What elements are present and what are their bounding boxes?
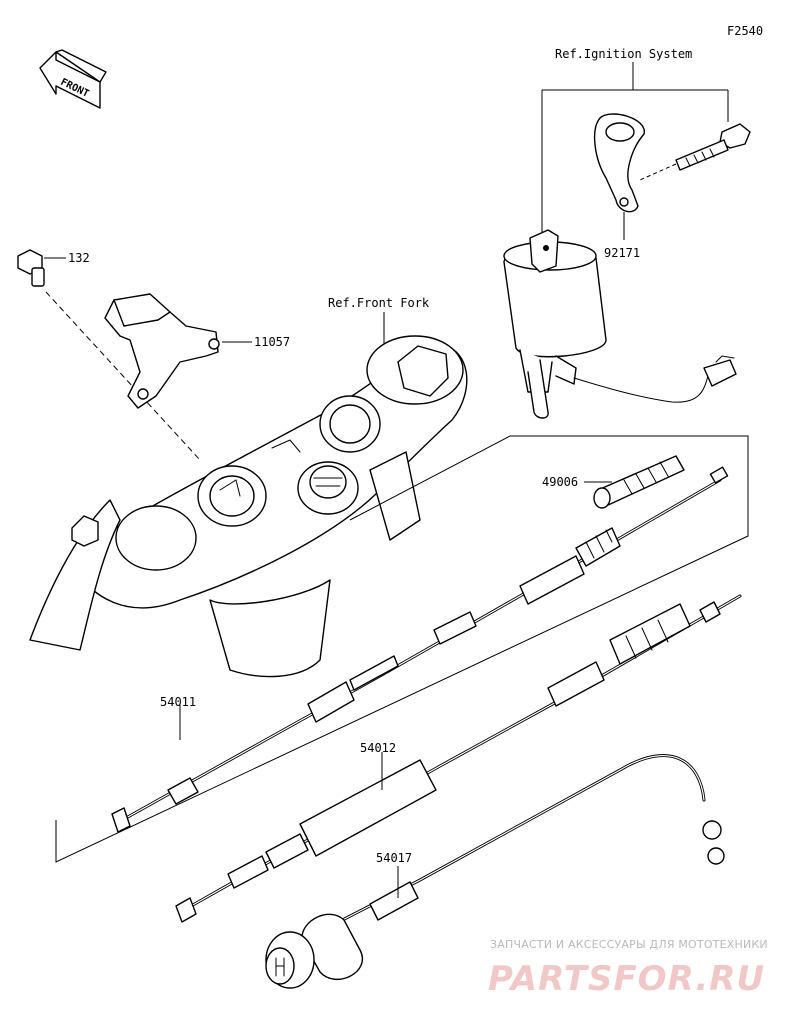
part-label-11057: 11057: [254, 335, 290, 349]
cable-54012: 54012: [175, 594, 742, 923]
ref-front-fork-label: Ref.Front Fork: [328, 296, 430, 310]
figure-code: F2540: [727, 24, 763, 38]
bracket-11057: 11057: [104, 293, 290, 409]
watermark: ЗАПЧАСТИ И АКСЕССУАРЫ ДЛЯ МОТОТЕХНИКИ PA…: [488, 938, 768, 999]
cable-54017: 54017: [265, 754, 725, 989]
part-label-54011: 54011: [160, 695, 196, 709]
steering-stem: [29, 335, 468, 678]
clamp-92171: 92171: [593, 113, 645, 260]
bolt-132: 132: [17, 249, 201, 461]
part-label-92171: 92171: [604, 246, 640, 260]
part-label-132: 132: [68, 251, 90, 265]
ignition-bolt: [639, 123, 751, 181]
cable-54011: 54011: [111, 466, 729, 833]
ref-ignition-label: Ref.Ignition System: [555, 47, 692, 61]
ref-ignition-bracket: [541, 62, 729, 232]
part-label-54017: 54017: [376, 851, 412, 865]
part-label-49006: 49006: [542, 475, 578, 489]
group-box: [55, 435, 749, 863]
part-label-54012: 54012: [360, 741, 396, 755]
watermark-brand: PARTSFOR.RU: [488, 959, 765, 999]
sleeve-49006: 49006: [542, 455, 685, 509]
ignition-coil: [503, 229, 737, 419]
front-arrow-icon: FRONT: [39, 49, 107, 109]
watermark-subtitle: ЗАПЧАСТИ И АКСЕССУАРЫ ДЛЯ МОТОТЕХНИКИ: [490, 938, 768, 951]
